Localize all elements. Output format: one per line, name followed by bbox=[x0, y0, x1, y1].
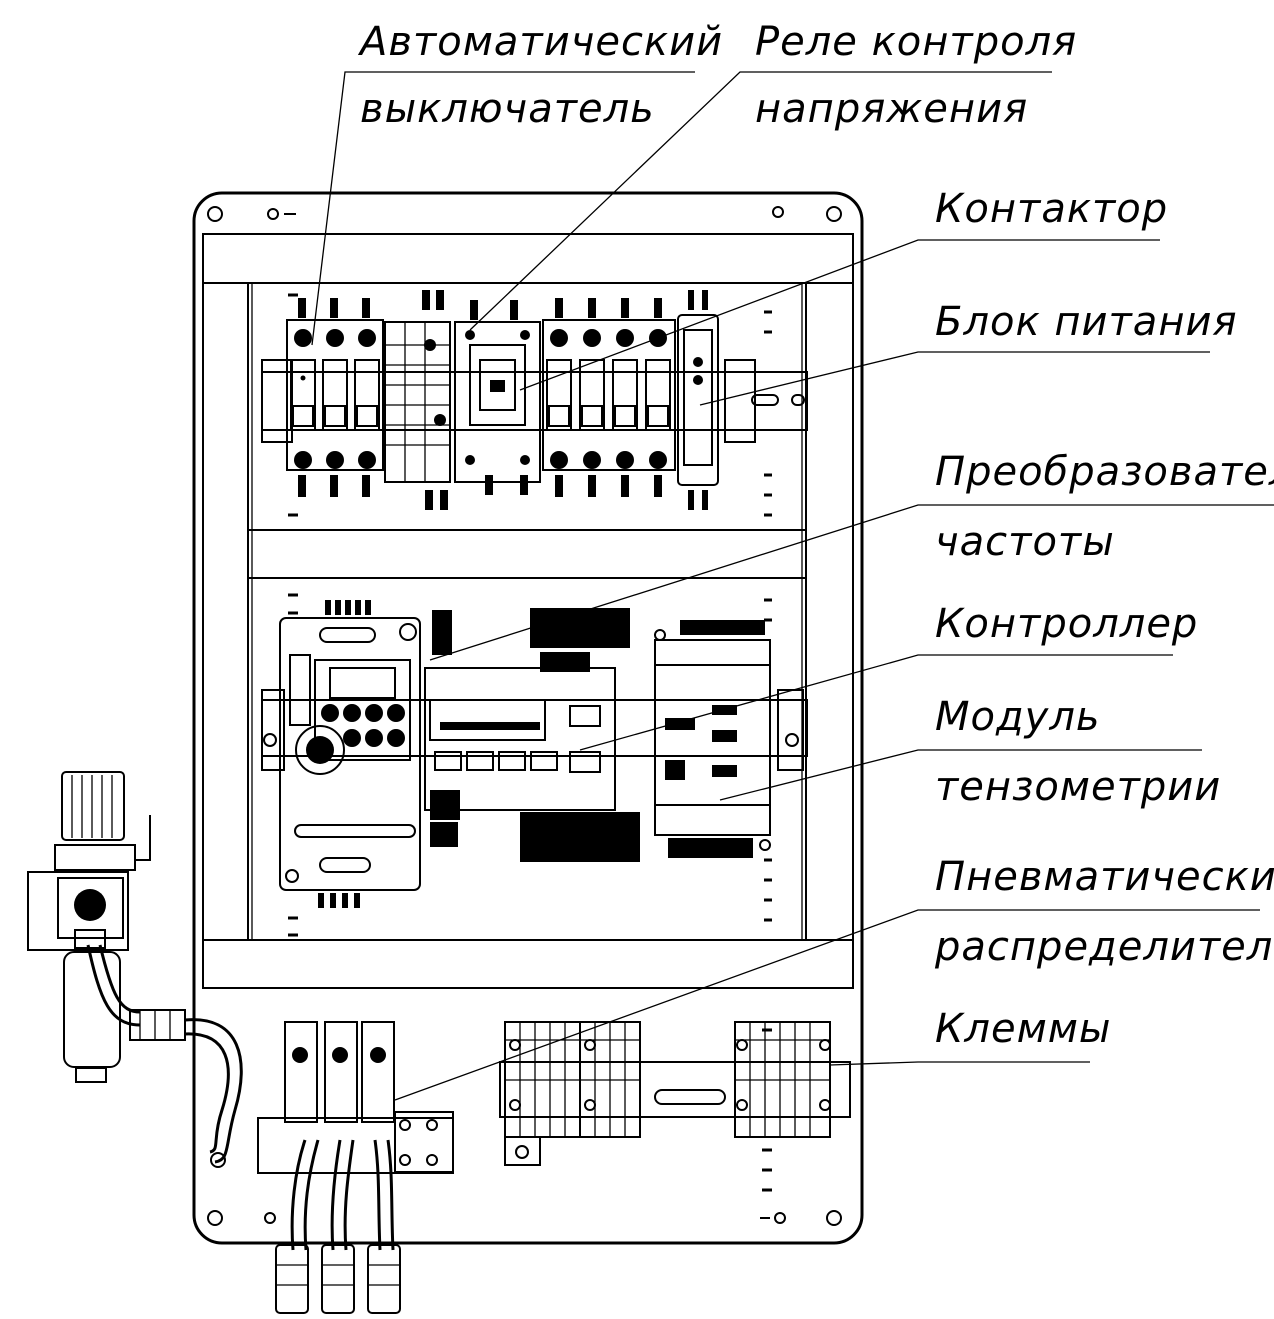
terminal-blocks bbox=[499, 1021, 851, 1166]
pneumatic-distributor bbox=[257, 1021, 454, 1314]
mounting-plate bbox=[192, 191, 864, 1245]
label-contactor: Контактор bbox=[935, 186, 1168, 232]
label-power-supply: Блок питания bbox=[935, 299, 1238, 345]
label-strain-module-line1: Модуль bbox=[935, 694, 1100, 740]
circuit-breakers-right bbox=[542, 298, 676, 497]
cabinet-body bbox=[202, 233, 854, 989]
label-pneumatic-distributor: Пневматический распределитель bbox=[934, 854, 1274, 970]
label-strain-module-line2: тензометрии bbox=[935, 764, 1221, 810]
air-hose bbox=[86, 944, 243, 1168]
leader-terminals bbox=[829, 1061, 1090, 1066]
label-frequency-converter-line2: частоты bbox=[935, 519, 1115, 565]
label-pneumatic-distributor-line1: Пневматический bbox=[935, 854, 1274, 900]
label-breaker: Автоматический выключатель bbox=[357, 19, 723, 132]
leader-pneumatic-distributor bbox=[394, 909, 1260, 1101]
label-breaker-line1: Автоматический bbox=[357, 19, 723, 65]
frequency-converter bbox=[279, 600, 421, 908]
filter-regulator bbox=[27, 771, 151, 1083]
plc-controller bbox=[424, 608, 640, 862]
label-voltage-relay-line1: Реле контроля bbox=[755, 19, 1077, 65]
leader-breaker bbox=[311, 71, 695, 346]
cabinet-panel bbox=[192, 191, 864, 1245]
leader-strain-module bbox=[719, 749, 1202, 801]
label-terminals: Клеммы bbox=[935, 1006, 1112, 1052]
leader-lines bbox=[311, 71, 1274, 1101]
circuit-breakers-left bbox=[286, 298, 384, 497]
strain-gauge-module bbox=[654, 620, 771, 858]
leader-voltage-relay bbox=[469, 71, 1052, 331]
voltage-relay-and-contactor bbox=[384, 290, 541, 510]
label-frequency-converter-line1: Преобразователь bbox=[935, 449, 1274, 495]
label-pneumatic-distributor-line2: распределитель bbox=[934, 924, 1274, 970]
inner-frame bbox=[247, 282, 807, 941]
label-voltage-relay-line2: напряжения bbox=[755, 86, 1028, 132]
label-controller: Контроллер bbox=[935, 601, 1198, 647]
leader-power-supply bbox=[699, 351, 1210, 406]
label-frequency-converter: Преобразователь частоты bbox=[935, 449, 1274, 565]
label-voltage-relay: Реле контроля напряжения bbox=[755, 19, 1077, 132]
label-breaker-line2: выключатель bbox=[360, 86, 655, 132]
power-supply-unit bbox=[677, 290, 719, 510]
label-strain-module: Модуль тензометрии bbox=[935, 694, 1221, 810]
